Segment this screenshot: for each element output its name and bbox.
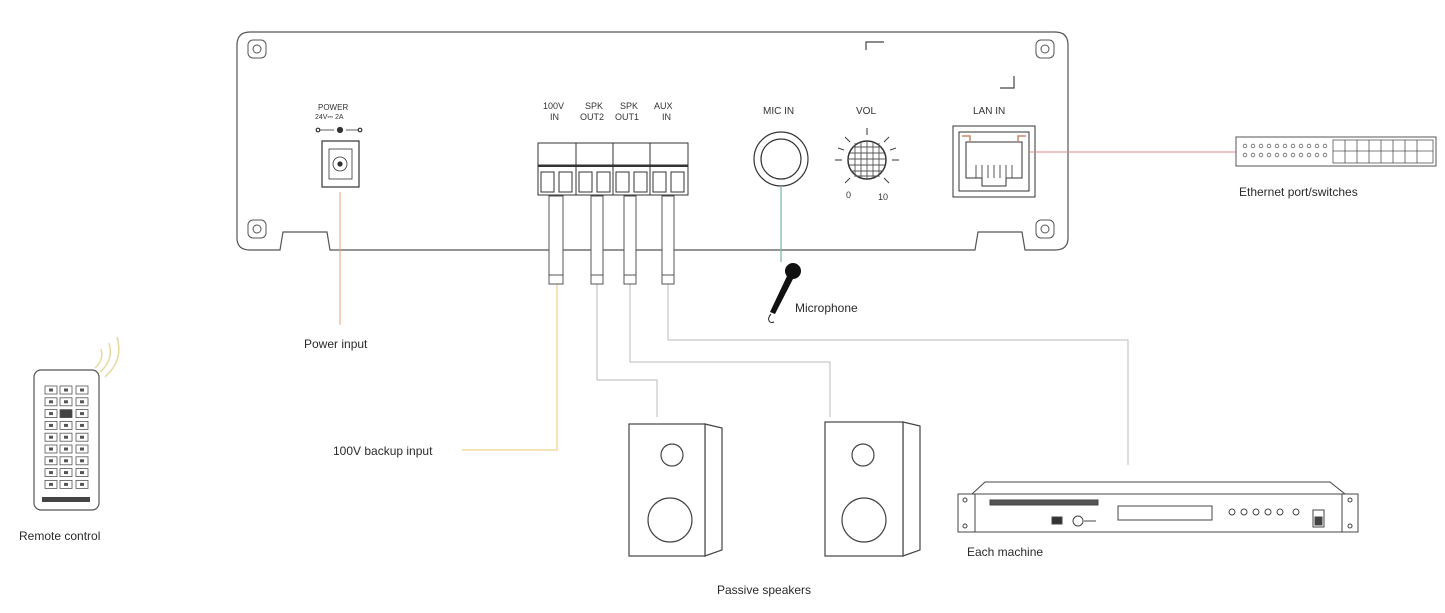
terminal-blocks xyxy=(537,142,689,196)
terminal-out2-label-top: SPK xyxy=(585,101,604,111)
power-rating: 24V⎓ 2A xyxy=(315,114,344,121)
terminal-out1-label-bottom: OUT1 xyxy=(615,112,640,122)
vol-label: VOL xyxy=(856,106,877,117)
remote-label: Remote control xyxy=(19,529,101,543)
terminal-100v-label-top: 100V xyxy=(543,101,565,111)
terminal-out2-label-bottom: OUT2 xyxy=(580,112,605,122)
mic-in-label: MIC IN xyxy=(763,106,795,117)
vol-max-label: 10 xyxy=(878,192,889,202)
terminal-aux-label-bottom: IN xyxy=(662,112,671,122)
rack-machine-icon xyxy=(957,481,1359,533)
speaker-out2-wire xyxy=(596,196,658,417)
terminal-out1-label-top: SPK xyxy=(620,101,639,111)
device-rear-panel xyxy=(236,31,1069,251)
backup-input-label: 100V backup input xyxy=(333,444,433,458)
microphone-label: Microphone xyxy=(795,301,858,315)
power-input-label: Power input xyxy=(304,337,368,351)
speaker-left-icon xyxy=(628,423,723,557)
machine-label: Each machine xyxy=(967,545,1044,559)
ethernet-switch-icon xyxy=(1235,136,1437,167)
vol-min-label: 0 xyxy=(846,190,852,200)
ethernet-label: Ethernet port/switches xyxy=(1239,185,1358,199)
microphone-icon xyxy=(768,263,801,323)
lan-in-label: LAN IN xyxy=(973,106,1006,117)
power-jack xyxy=(315,126,363,188)
mic-jack xyxy=(753,131,809,187)
speaker-right-icon xyxy=(824,421,921,557)
lan-port xyxy=(952,125,1036,198)
terminal-aux-label-top: AUX xyxy=(654,101,673,111)
volume-knob xyxy=(835,128,899,184)
speakers-label: Passive speakers xyxy=(717,583,812,597)
panel-screws xyxy=(247,39,1055,239)
terminal-100v-label-bottom: IN xyxy=(550,112,559,122)
terminal-plugs xyxy=(548,195,675,285)
remote-control-icon xyxy=(33,336,120,511)
power-title: POWER xyxy=(318,103,349,112)
